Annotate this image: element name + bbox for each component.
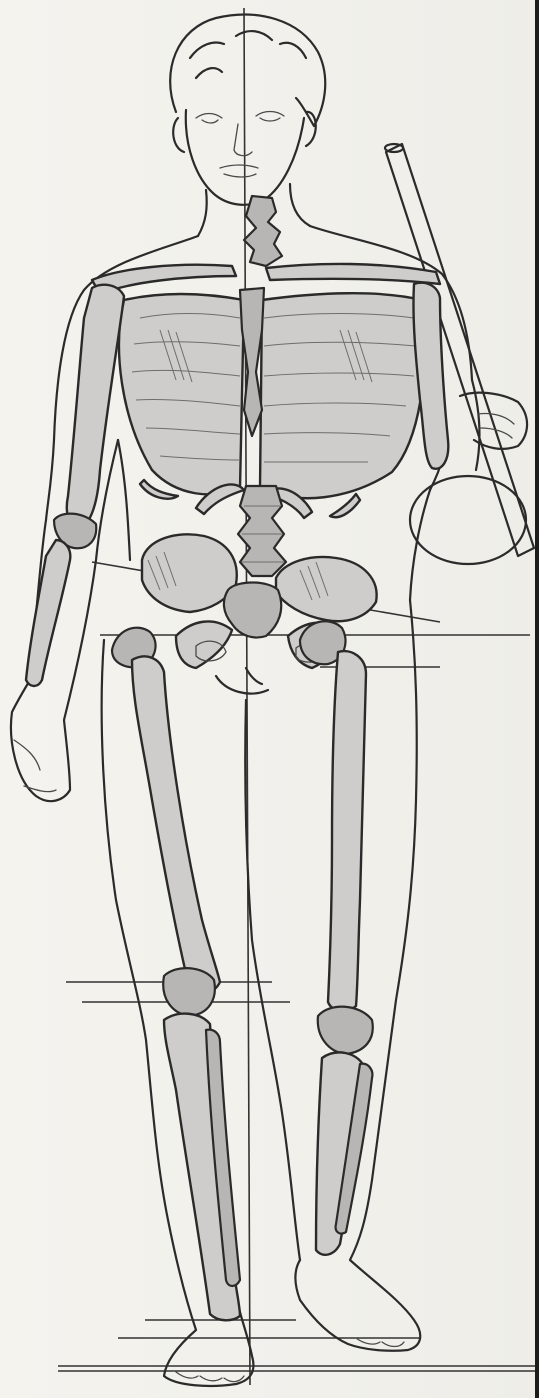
left-ear — [173, 118, 184, 152]
nose — [234, 124, 252, 156]
left-eye — [196, 114, 222, 124]
skeleton — [26, 196, 448, 1320]
left-humerus — [67, 285, 124, 528]
right-femur — [328, 651, 366, 1011]
right-clavicle — [266, 264, 440, 284]
right-eye — [256, 112, 284, 122]
left-patella — [163, 968, 215, 1016]
sheet-right-edge — [535, 0, 539, 1398]
pelvis-right-ilium — [276, 557, 377, 621]
staff-end-ellipse — [410, 476, 526, 564]
right-patella — [318, 1007, 373, 1054]
left-forearm — [26, 540, 70, 686]
ribcage-right — [260, 293, 425, 498]
right-humerus — [413, 283, 448, 469]
pelvis-left-ilium — [142, 534, 237, 612]
mouth — [220, 165, 258, 177]
right-ear — [306, 112, 316, 146]
left-femur — [132, 656, 220, 994]
cervical-spine — [244, 196, 282, 266]
ribcage-left — [119, 294, 244, 494]
